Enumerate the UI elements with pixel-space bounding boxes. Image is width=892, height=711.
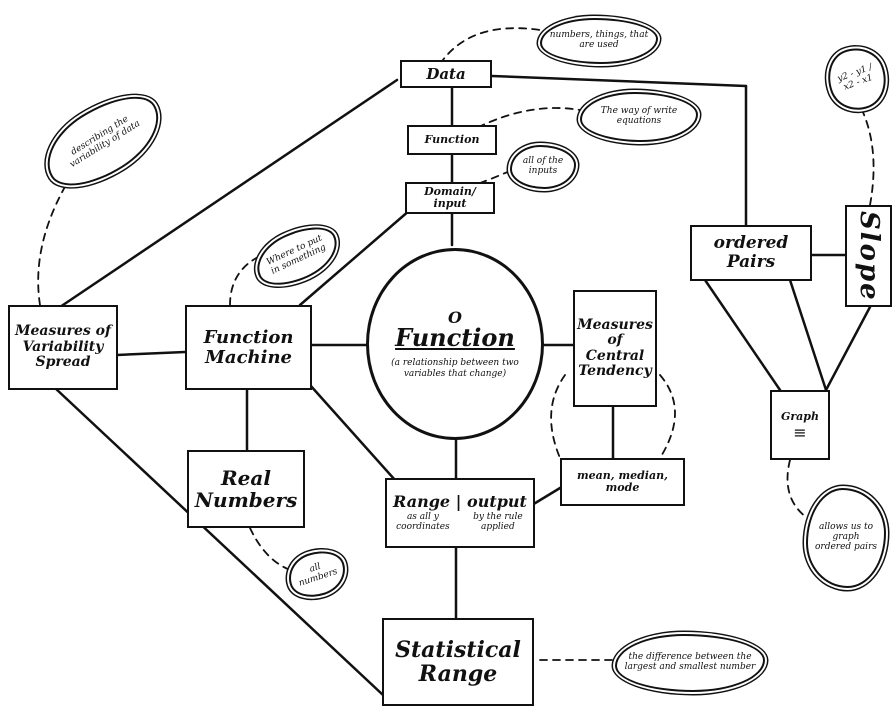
node-graph[interactable]: Graph ≡ bbox=[770, 390, 830, 460]
cloud-statistical-note-text: the difference between the largest and s… bbox=[624, 652, 756, 672]
cloud-graph-note: allows us to graph ordered pairs bbox=[806, 488, 886, 588]
node-data-label: Data bbox=[426, 64, 466, 83]
node-function-machine-label: Function Machine bbox=[203, 326, 294, 368]
node-ordered-pairs[interactable]: ordered Pairs bbox=[690, 225, 812, 281]
node-domain-input[interactable]: Domain/ input bbox=[405, 182, 495, 214]
node-measures-of-variability[interactable]: Measures of Variability Spread bbox=[8, 305, 118, 390]
dash-variability-note bbox=[37, 169, 76, 306]
dash-machine-note bbox=[229, 254, 263, 306]
connector-range-mean bbox=[530, 483, 567, 507]
node-statistical-range-label: Statistical Range bbox=[395, 636, 521, 687]
connector-pairs-graph-right bbox=[788, 278, 828, 392]
node-measures-of-variability-label: Measures of Variability Spread bbox=[15, 323, 111, 371]
node-range-output[interactable]: Range | output as all y coordinates by t… bbox=[385, 478, 535, 548]
node-real-numbers-label: Real Numbers bbox=[194, 466, 298, 512]
node-slope[interactable]: Slope bbox=[845, 205, 892, 307]
node-data[interactable]: Data bbox=[400, 60, 492, 88]
node-central-tendency[interactable]: Measures of Central Tendency bbox=[573, 290, 657, 407]
node-range-output-label: Range | output bbox=[393, 492, 527, 512]
connector-variability-machine bbox=[115, 350, 187, 357]
cloud-domain-note: all of the inputs bbox=[510, 145, 576, 189]
cloud-data-note-text: numbers, things, that are used bbox=[549, 30, 649, 50]
node-range-output-sub-right: by the rule applied bbox=[473, 511, 523, 532]
connector-data-ordered-pairs bbox=[490, 74, 748, 88]
dash-central-mean-loop bbox=[550, 374, 676, 459]
node-function-center-o: O bbox=[448, 308, 462, 328]
node-graph-label: Graph bbox=[780, 410, 819, 424]
cloud-data-note: numbers, things, that are used bbox=[540, 18, 658, 64]
dash-slope-note bbox=[861, 109, 875, 206]
node-mean-median-mode-label: mean, median, mode bbox=[577, 468, 668, 494]
connector-pairs-graph-left bbox=[703, 278, 782, 392]
node-real-numbers[interactable]: Real Numbers bbox=[187, 450, 305, 528]
dash-real-note bbox=[249, 527, 291, 571]
node-slope-label: Slope bbox=[853, 210, 884, 302]
cloud-function-note-text: The way of write equations bbox=[600, 106, 678, 126]
cloud-function-note: The way of write equations bbox=[580, 92, 698, 142]
node-domain-input-label: Domain/ input bbox=[424, 184, 476, 210]
connector-machine-range bbox=[308, 383, 397, 482]
node-function-machine[interactable]: Function Machine bbox=[185, 305, 312, 390]
cloud-domain-note-text: all of the inputs bbox=[522, 156, 564, 176]
connector-domain-machine bbox=[298, 208, 412, 307]
node-statistical-range[interactable]: Statistical Range bbox=[382, 618, 534, 706]
dash-data-note bbox=[439, 27, 541, 65]
cloud-graph-note-text: allows us to graph ordered pairs bbox=[815, 522, 877, 552]
node-central-tendency-label: Measures of Central Tendency bbox=[577, 316, 653, 379]
node-mean-median-mode[interactable]: mean, median, mode bbox=[560, 458, 685, 506]
cloud-real-numbers-note-text: all numbers bbox=[297, 561, 339, 589]
dash-graph-note bbox=[786, 459, 811, 521]
cloud-slope-note-text: y2 - y1 / x2 - x1 bbox=[836, 62, 875, 93]
node-function-small-label: Function bbox=[424, 132, 480, 146]
node-function-center-title: Function bbox=[395, 323, 515, 353]
node-ordered-pairs-label: ordered Pairs bbox=[713, 233, 789, 272]
cloud-statistical-note: the difference between the largest and s… bbox=[615, 634, 765, 692]
graph-lines-icon: ≡ bbox=[793, 423, 807, 443]
node-function-center-subtitle: (a relationship between two variables th… bbox=[391, 358, 519, 379]
connector-slope-graph bbox=[824, 305, 872, 392]
node-function-center[interactable]: O Function (a relationship between two v… bbox=[366, 248, 544, 440]
node-range-output-sub-left: as all y coordinates bbox=[396, 511, 450, 532]
connector-data-variability bbox=[58, 78, 399, 309]
node-function-small[interactable]: Function bbox=[407, 125, 497, 155]
connector-variability-statistical bbox=[53, 386, 385, 697]
